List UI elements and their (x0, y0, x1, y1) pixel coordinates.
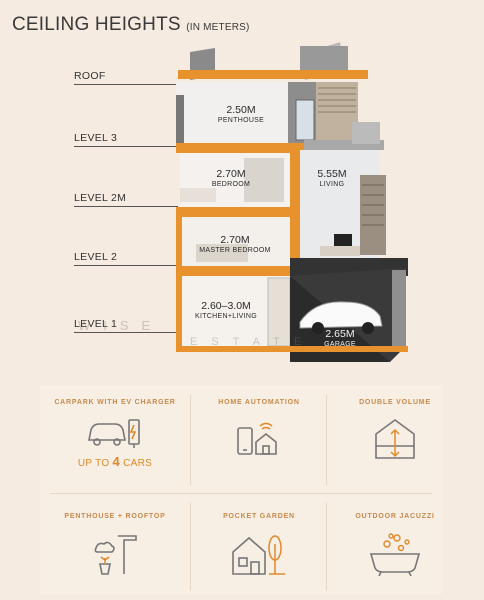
level-label-2: LEVEL 2 (74, 251, 118, 263)
smart-home-icon (237, 422, 277, 455)
page-title: CEILING HEIGHTS (IN METERS) (12, 14, 250, 35)
level-line-2 (74, 265, 178, 266)
ev-prefix: UP TO (77, 458, 110, 469)
building-section-illustration (176, 42, 408, 362)
level-line-3 (74, 146, 178, 147)
level-label-3: LEVEL 3 (74, 132, 118, 144)
feature-penthouse-rooftop: PENTHOUSE + ROOFTOP (50, 513, 180, 578)
car-ev-charger-icon (88, 419, 140, 448)
feature-home-automation: HOME AUTOMATION (194, 399, 324, 460)
level-line-roof (74, 84, 176, 85)
page-subtitle: (IN METERS) (186, 22, 250, 33)
watermark-wise: WISE (78, 318, 164, 333)
ev-count: 4 (112, 454, 121, 469)
feature-double-volume: DOUBLE VOLUME (330, 399, 460, 462)
feature-carpark: CARPARK WITH EV CHARGER UP TO 4 CARS (54, 399, 176, 469)
feature-pocket-garden: POCKET GARDEN (194, 513, 324, 578)
house-garden-icon (232, 535, 285, 575)
feature-outdoor-jacuzzi: OUTDOOR JACUZZI (330, 513, 460, 576)
level-line-1 (74, 332, 178, 333)
double-volume-icon (375, 419, 415, 459)
jacuzzi-icon (369, 533, 421, 576)
watermark-estate: ESTATE (190, 336, 316, 348)
level-label-roof: ROOF (74, 70, 106, 82)
level-label-1: LEVEL 1 (74, 318, 118, 330)
features-panel: CARPARK WITH EV CHARGER UP TO 4 CARS HOM… (40, 385, 442, 595)
ev-suffix: CARS (123, 458, 153, 469)
level-line-2m (74, 206, 178, 207)
rooftop-icon (94, 535, 137, 575)
level-label-2m: LEVEL 2M (74, 192, 127, 204)
